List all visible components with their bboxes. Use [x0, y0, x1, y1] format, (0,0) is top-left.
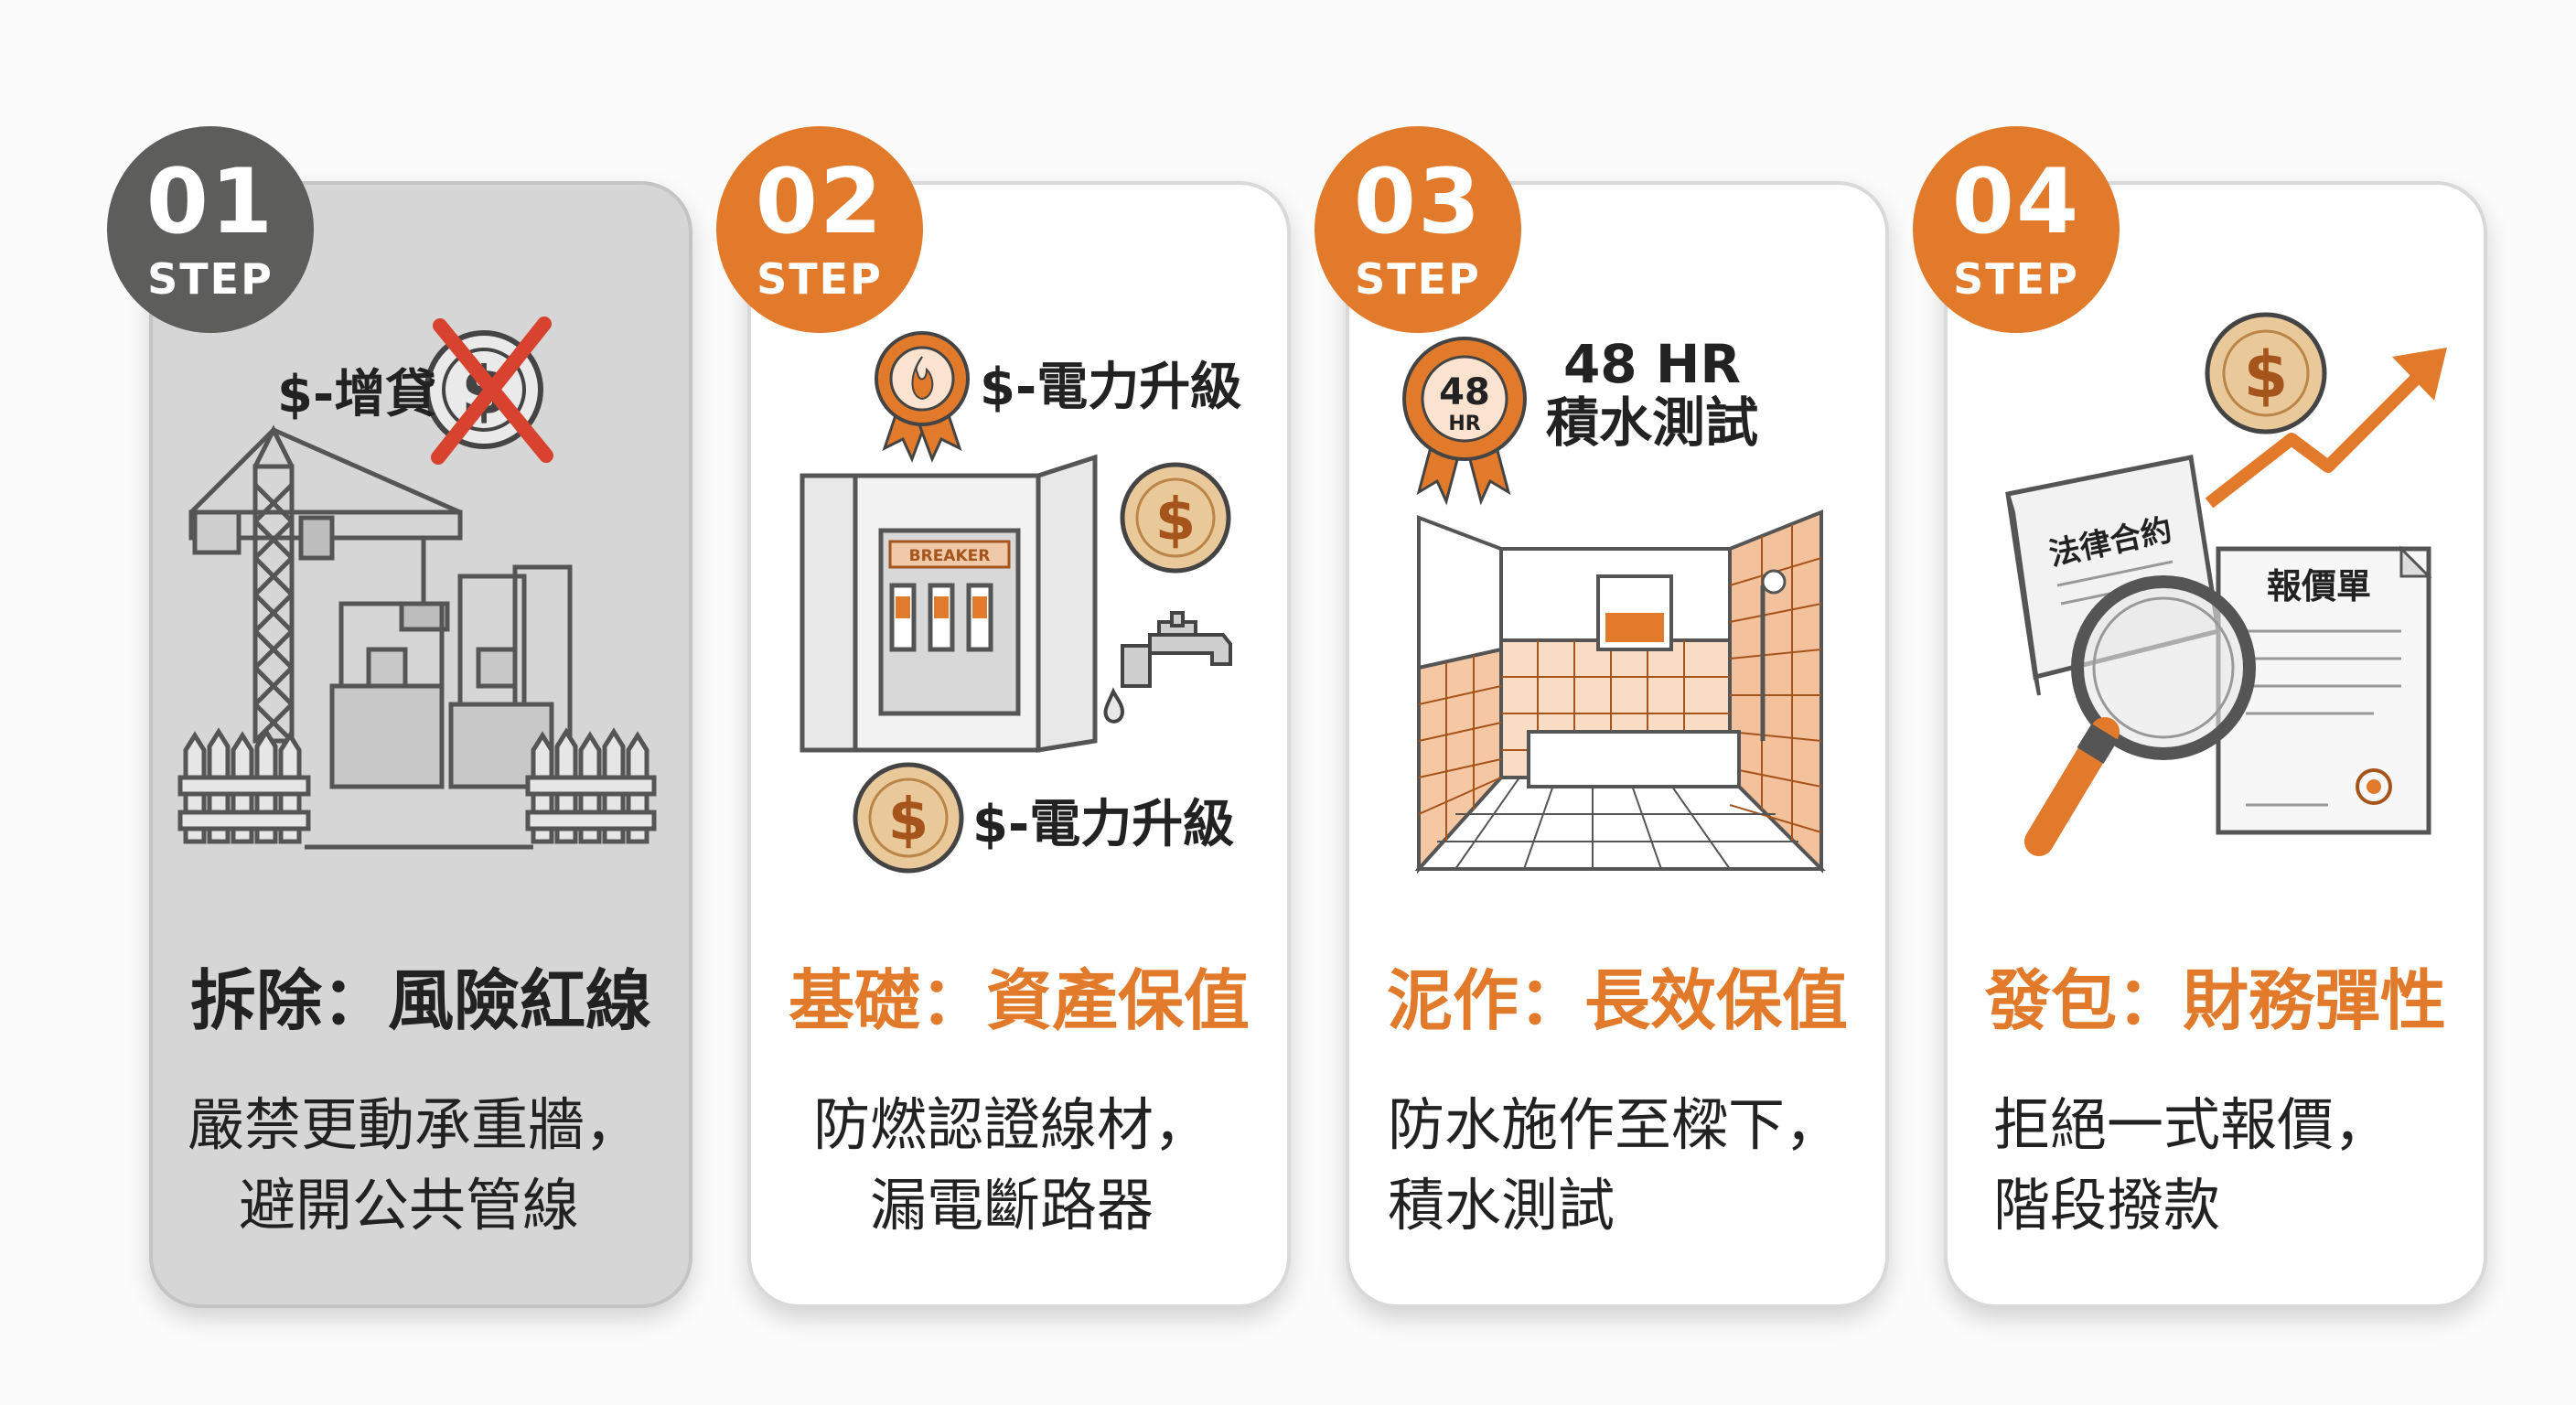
step-number: 02 — [755, 150, 885, 254]
step-description-4: 拒絕一式報價， 階段撥款 — [1993, 1085, 2390, 1246]
step-number: 04 — [1951, 150, 2081, 254]
step-title-2: 基礎：資產保值 — [788, 962, 1250, 1039]
coin-icon: $ — [1120, 462, 1231, 574]
step-title-1: 拆除：風險紅線 — [189, 962, 651, 1039]
electrical-illustration: $-電力升級 BREAKER $ $ $-電力升級 — [800, 331, 1241, 874]
svg-text:$: $ — [1155, 487, 1197, 554]
step-label: STEP — [1953, 254, 2079, 304]
svg-text:$: $ — [888, 787, 929, 854]
breaker-panel-icon: BREAKER — [800, 454, 1098, 753]
breaker-text: BREAKER — [909, 547, 991, 565]
crossed-out-coin-icon: $ — [424, 316, 553, 465]
step-badge-4: 04 STEP — [1913, 126, 2120, 333]
step-description-1: 嚴禁更動承重牆， 避開公共管線 — [188, 1085, 641, 1246]
step-description-3: 防水施作至樑下， 積水測試 — [1388, 1085, 1841, 1246]
construction-crane-icon — [188, 424, 463, 744]
description-line: 漏電斷路器 — [870, 1172, 1154, 1239]
coin-icon: $ — [2205, 312, 2327, 434]
step-number: 03 — [1353, 150, 1483, 254]
description-line: 積水測試 — [1388, 1172, 1615, 1239]
illustration-label-line1: 48 HR — [1563, 333, 1741, 395]
description-line: 防水施作至樑下， — [1388, 1091, 1842, 1158]
step-badge-3: 03 STEP — [1315, 126, 1521, 333]
badge-unit: HR — [1448, 413, 1480, 435]
step-badge-1: 01 STEP — [107, 126, 314, 333]
fence-icon — [177, 727, 657, 850]
trend-arrow-icon — [2205, 348, 2447, 509]
step-description-2: 防燃認證線材， 漏電斷路器 — [813, 1085, 1210, 1246]
step-title-3: 泥作：長效保值 — [1386, 962, 1848, 1039]
step-title-4: 發包：財務彈性 — [1984, 962, 2446, 1039]
faucet-icon — [1103, 611, 1232, 724]
contracting-illustration: $ 法律合約 報價單 — [2005, 312, 2447, 856]
description-line: 拒絕一式報價， — [1993, 1091, 2391, 1158]
award-ribbon-icon: 48 HR — [1402, 337, 1527, 506]
award-ribbon-fire-icon — [875, 331, 970, 463]
magnifier-icon — [2024, 575, 2256, 856]
badge-number: 48 — [1439, 371, 1490, 413]
illustration-label-top: $-電力升級 — [980, 358, 1241, 417]
demolition-illustration: $ $-增貸 — [177, 316, 657, 850]
step-label: STEP — [757, 254, 883, 304]
quote-label: 報價單 — [2267, 566, 2371, 606]
description-line: 避開公共管線 — [239, 1172, 580, 1239]
coin-icon: $ — [853, 762, 964, 874]
waterproofing-illustration: 48 HR 48 HR 積水測試 — [1402, 333, 1826, 874]
svg-text:$: $ — [2244, 338, 2289, 413]
step-number: 01 — [145, 150, 275, 254]
step-label: STEP — [147, 254, 274, 304]
description-line: 階段撥款 — [1993, 1172, 2221, 1239]
step-badge-2: 02 STEP — [716, 126, 923, 333]
tiled-bathroom-icon — [1414, 509, 1826, 874]
illustration-label-line2: 積水測試 — [1546, 391, 1758, 454]
quote-document-icon: 報價單 — [2216, 545, 2432, 835]
step-label: STEP — [1355, 254, 1481, 304]
description-line: 嚴禁更動承重牆， — [188, 1091, 642, 1158]
illustration-label-bottom: $-電力升級 — [972, 795, 1234, 854]
description-line: 防燃認證線材， — [813, 1091, 1211, 1158]
illustration-label: $-增貸 — [277, 365, 436, 424]
